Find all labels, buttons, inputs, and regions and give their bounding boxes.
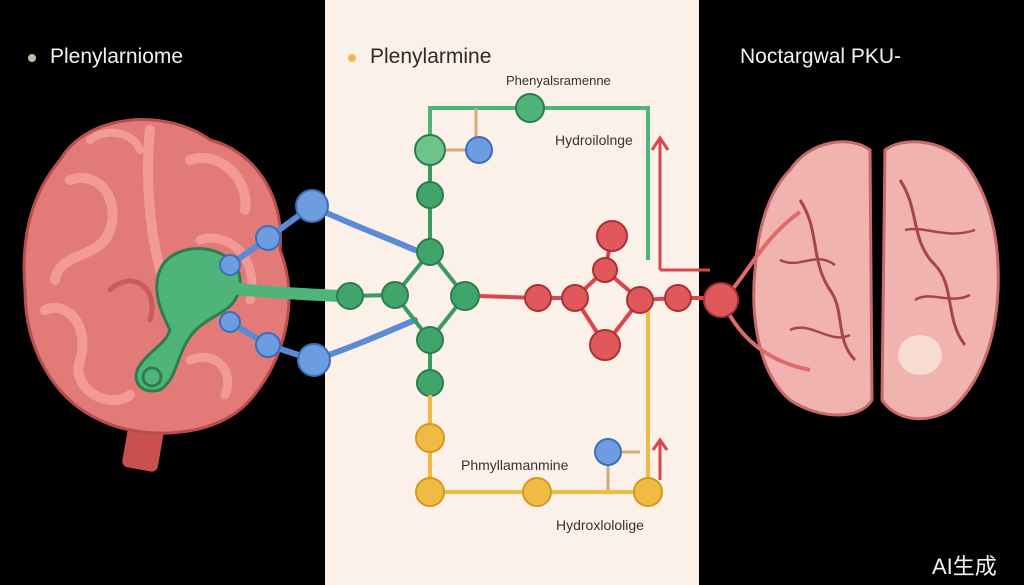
- blue-atom: [255, 332, 281, 358]
- green-atom: [414, 134, 446, 166]
- yellow-atom: [522, 477, 552, 507]
- right-brain-vein: [798, 199, 857, 362]
- right-brain-vein: [904, 227, 976, 235]
- right-brain-illustration: [660, 140, 1000, 421]
- center-heading-bullet: [348, 54, 356, 62]
- left-brain-fold: [107, 278, 155, 323]
- blue-atom: [219, 311, 241, 333]
- left-brain-fold: [86, 128, 144, 154]
- right-heading: Noctargwal PKU-: [740, 45, 902, 68]
- yellow-atom: [633, 477, 663, 507]
- green-atom: [416, 369, 444, 397]
- label-center-bottom: Hydroxlololige: [556, 517, 644, 533]
- red-atom: [664, 284, 692, 312]
- yellow-atom: [415, 477, 445, 507]
- red-atom: [592, 257, 618, 283]
- red-atom: [596, 220, 628, 252]
- right-brain-vein: [914, 293, 971, 302]
- left-brain-fold: [185, 352, 233, 400]
- red-arrow-head: [650, 135, 670, 151]
- red-atom: [703, 282, 739, 318]
- left-brain-illustration: [22, 118, 346, 472]
- green-atom: [515, 93, 545, 123]
- left-brain-fold: [185, 153, 251, 215]
- blue-atom: [297, 343, 331, 377]
- right-brain-vein: [898, 179, 967, 346]
- green-atom: [381, 281, 409, 309]
- center-heading: Plenylarmine: [370, 45, 492, 68]
- red-atom: [589, 329, 621, 361]
- right-brain-vein: [779, 258, 836, 267]
- right-brain-hemisphere: [752, 140, 874, 417]
- left-brain-fold: [40, 303, 135, 405]
- blue-atom: [295, 189, 329, 223]
- yellow-atom: [415, 423, 445, 453]
- green-receptor-ring: [141, 366, 163, 388]
- red-atom: [524, 284, 552, 312]
- green-atom: [416, 238, 444, 266]
- left-brain-fold: [50, 173, 118, 285]
- red-atom: [626, 286, 654, 314]
- watermark: AI生成: [932, 554, 997, 579]
- green-atom: [336, 282, 364, 310]
- right-brain-hemisphere: [880, 140, 1000, 421]
- blue-atom: [594, 438, 622, 466]
- red-arrow-head: [651, 437, 669, 451]
- blue-chains: [219, 189, 418, 377]
- green-atom: [416, 181, 444, 209]
- yellow-pathway: [415, 300, 663, 507]
- green-receptor-stem: [224, 282, 346, 302]
- label-center-top: Phenyalsramenne: [506, 73, 611, 88]
- left-brain-fold: [143, 125, 165, 275]
- left-heading-bullet: [28, 54, 36, 62]
- blue-atom: [465, 136, 493, 164]
- right-brain-lesion: [898, 335, 942, 375]
- red-atom: [561, 284, 589, 312]
- blue-atom: [219, 254, 241, 276]
- green-pathway: [336, 93, 650, 397]
- right-brain-vein: [789, 326, 851, 339]
- blue-atom: [255, 225, 281, 251]
- red-pathway: [479, 135, 720, 480]
- label-center-lower: Phmyllamanmine: [461, 457, 569, 473]
- green-atom: [450, 281, 480, 311]
- green-atom: [416, 326, 444, 354]
- label-center-upper-right: Hydroilolnge: [555, 132, 633, 148]
- left-heading: Plenylarniome: [50, 45, 184, 68]
